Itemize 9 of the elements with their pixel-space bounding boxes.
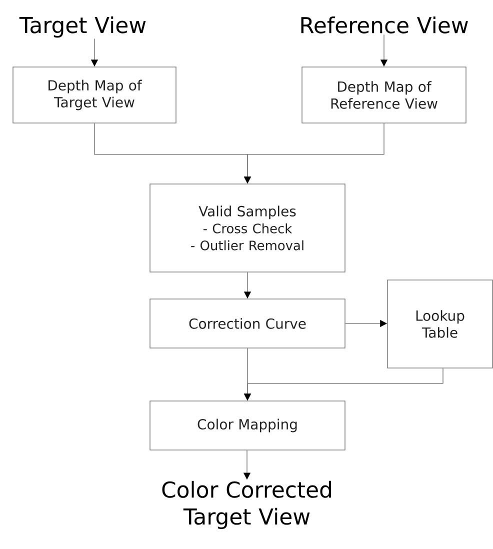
process-box: Correction Curve (150, 298, 346, 348)
view-label: Target View (19, 16, 146, 38)
process-box: Depth Map of Target View (12, 66, 176, 124)
process-box: Lookup Table (387, 280, 493, 368)
process-box: Valid Samples - Cross Check - Outlier Removal (150, 184, 346, 272)
view-label: Color Corrected Target View (162, 480, 331, 530)
process-box: Color Mapping (150, 400, 346, 450)
process-box: Depth Map of Reference View (302, 66, 466, 124)
view-label: Reference View (301, 16, 468, 34)
